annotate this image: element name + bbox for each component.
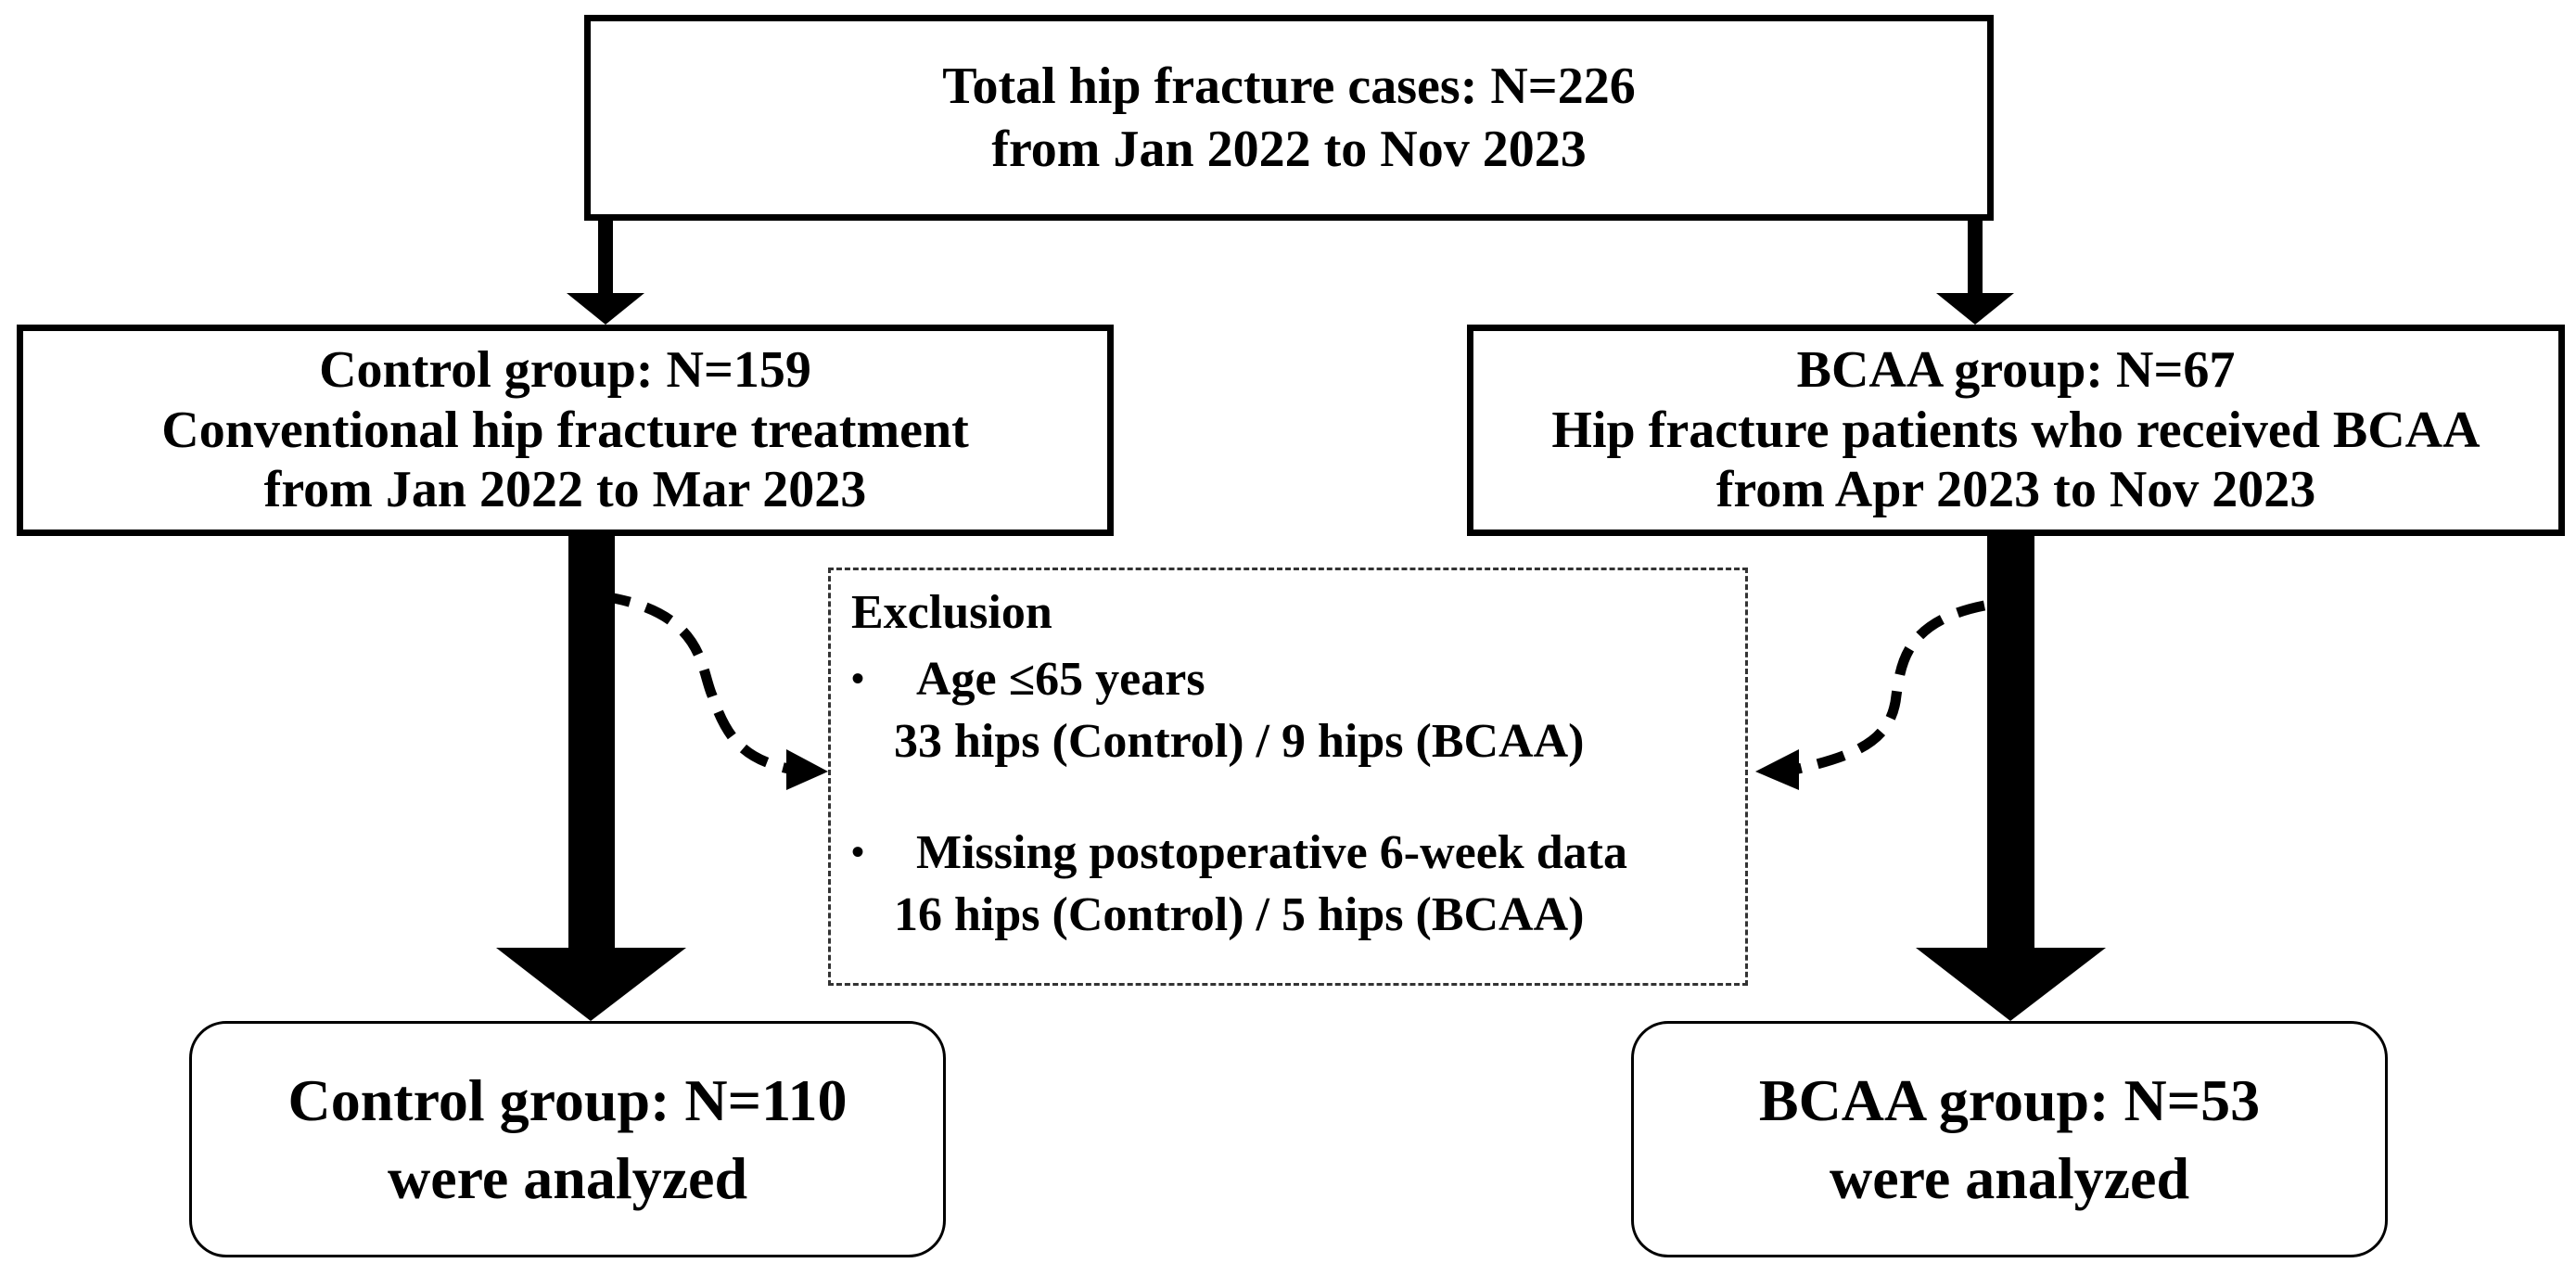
dashed-arrow-bcaa-to-exclusion — [1755, 600, 1986, 790]
bullet-icon: • — [851, 830, 865, 873]
bcaa-group-description: Hip fracture patients who received BCAA — [1551, 401, 2480, 459]
arrow-total-to-bcaa — [1936, 221, 2014, 325]
control-analyzed-caption: were analyzed — [387, 1144, 748, 1211]
exclusion-title: Exclusion — [851, 586, 1052, 639]
bcaa-analyzed-caption: were analyzed — [1829, 1144, 2190, 1211]
arrow-control-to-final — [496, 536, 686, 1021]
total-cases-title: Total hip fracture cases: N=226 — [942, 57, 1636, 115]
exclusion-item-detail: 16 hips (Control) / 5 hips (BCAA) — [894, 888, 1585, 942]
bcaa-analyzed-box: BCAA group: N=53 were analyzed — [1631, 1021, 2388, 1257]
bcaa-group-box: BCAA group: N=67 Hip fracture patients w… — [1467, 325, 2565, 536]
exclusion-spacer — [851, 773, 1745, 822]
control-group-period: from Jan 2022 to Mar 2023 — [263, 461, 867, 519]
arrow-total-to-control — [567, 221, 644, 325]
control-group-treatment: Conventional hip fracture treatment — [161, 401, 969, 459]
control-group-box: Control group: N=159 Conventional hip fr… — [17, 325, 1114, 536]
exclusion-item-label: Age ≤65 years — [916, 652, 1205, 706]
bullet-icon: • — [851, 657, 865, 699]
exclusion-item-label: Missing postoperative 6-week data — [916, 825, 1627, 879]
exclusion-item-missing-data: • Missing postoperative 6-week data — [851, 822, 1745, 885]
bcaa-group-title: BCAA group: N=67 — [1796, 340, 2236, 399]
bcaa-group-period: from Apr 2023 to Nov 2023 — [1715, 461, 2316, 519]
arrow-bcaa-to-final — [1916, 536, 2106, 1021]
exclusion-item-age: • Age ≤65 years — [851, 648, 1745, 711]
control-analyzed-title: Control group: N=110 — [287, 1067, 848, 1134]
exclusion-box: Exclusion • Age ≤65 years 33 hips (Contr… — [828, 568, 1748, 986]
control-group-title: Control group: N=159 — [319, 340, 811, 399]
total-cases-period: from Jan 2022 to Nov 2023 — [991, 121, 1587, 178]
total-cases-box: Total hip fracture cases: N=226 from Jan… — [584, 15, 1994, 221]
dashed-arrow-control-to-exclusion — [602, 591, 828, 790]
control-analyzed-box: Control group: N=110 were analyzed — [189, 1021, 946, 1257]
exclusion-item-detail: 33 hips (Control) / 9 hips (BCAA) — [894, 715, 1585, 769]
bcaa-analyzed-title: BCAA group: N=53 — [1758, 1067, 2261, 1134]
